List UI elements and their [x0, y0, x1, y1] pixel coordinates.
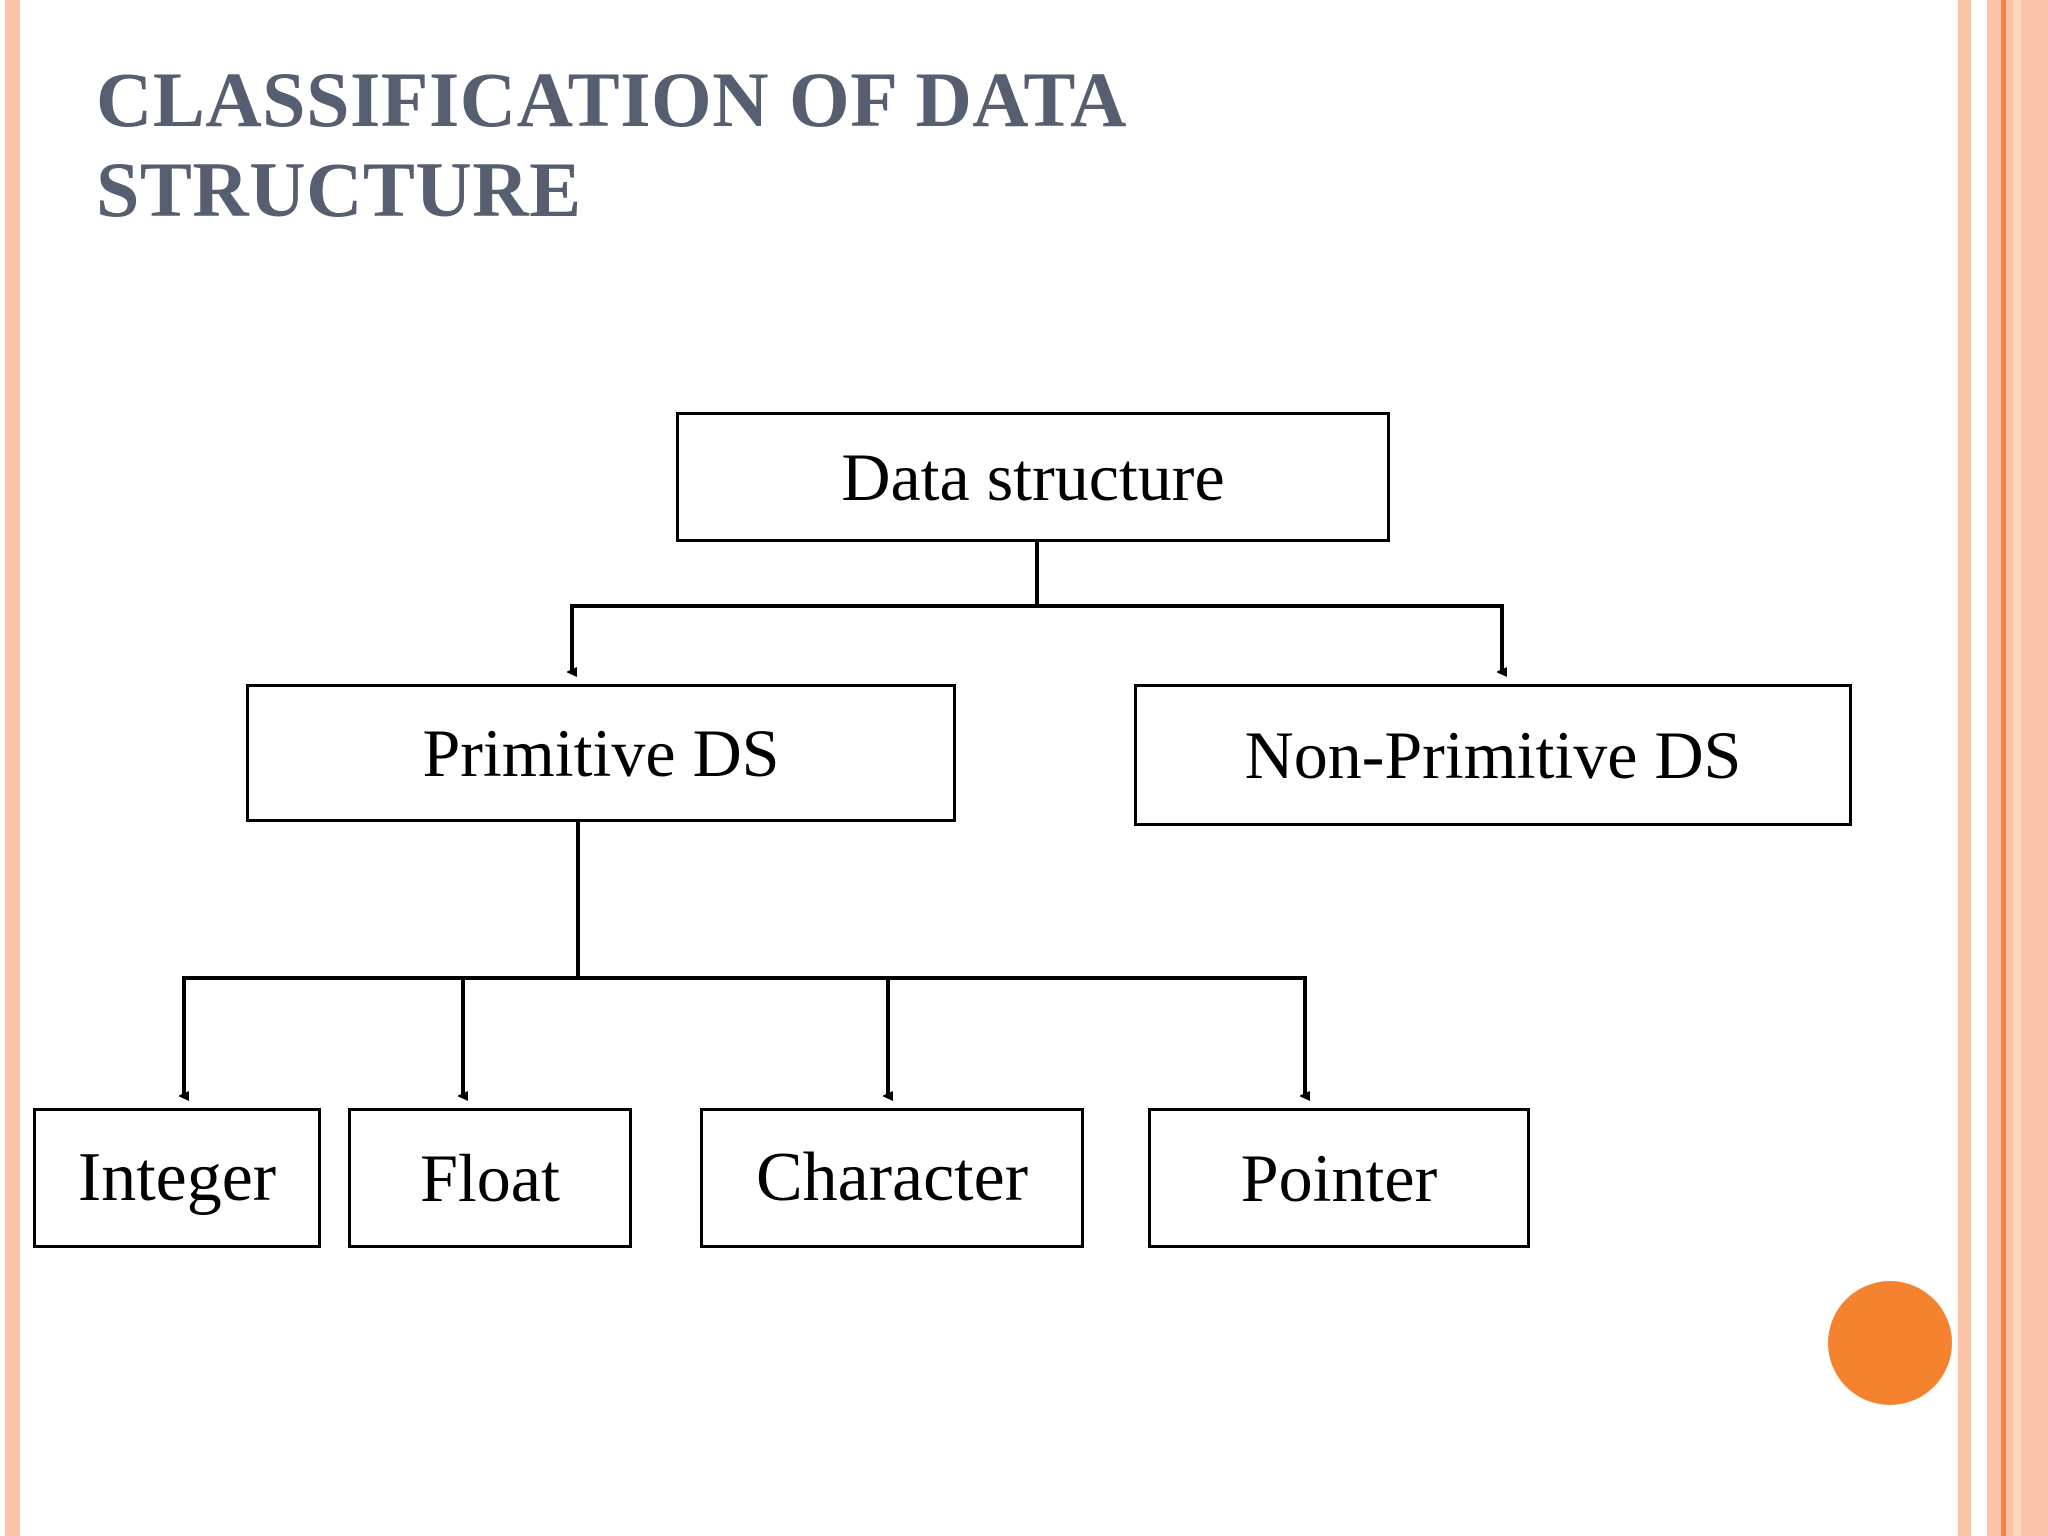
node-non-primitive-ds-label: Non-Primitive DS — [1244, 717, 1742, 793]
right-border-stripe-2 — [1987, 0, 2001, 1536]
left-border-stripe — [5, 0, 20, 1536]
node-character[interactable]: Character — [700, 1108, 1084, 1248]
right-border-accent-stripe — [2001, 0, 2006, 1536]
node-integer-label: Integer — [77, 1139, 277, 1216]
node-primitive-ds-label: Primitive DS — [422, 715, 780, 791]
right-border-stripe-1 — [1958, 0, 1971, 1536]
node-pointer-label: Pointer — [1240, 1140, 1438, 1216]
node-float-label: Float — [420, 1140, 560, 1216]
right-border-stripe-5 — [2021, 0, 2048, 1536]
node-non-primitive-ds[interactable]: Non-Primitive DS — [1134, 684, 1852, 826]
node-data-structure[interactable]: Data structure — [676, 412, 1390, 542]
edge-primitive-to-leaves — [182, 822, 1307, 1096]
node-data-structure-label: Data structure — [841, 439, 1225, 515]
right-border-stripe-4 — [2013, 0, 2021, 1536]
node-pointer[interactable]: Pointer — [1148, 1108, 1530, 1248]
node-character-label: Character — [755, 1139, 1029, 1216]
decorative-circle — [1828, 1281, 1952, 1405]
edge-root-to-children — [570, 542, 1504, 672]
node-integer[interactable]: Integer — [33, 1108, 321, 1248]
page-title: Classification of Data Structure — [96, 56, 1123, 233]
node-float[interactable]: Float — [348, 1108, 632, 1248]
right-border-stripe-3 — [2006, 0, 2013, 1536]
node-primitive-ds[interactable]: Primitive DS — [246, 684, 956, 822]
